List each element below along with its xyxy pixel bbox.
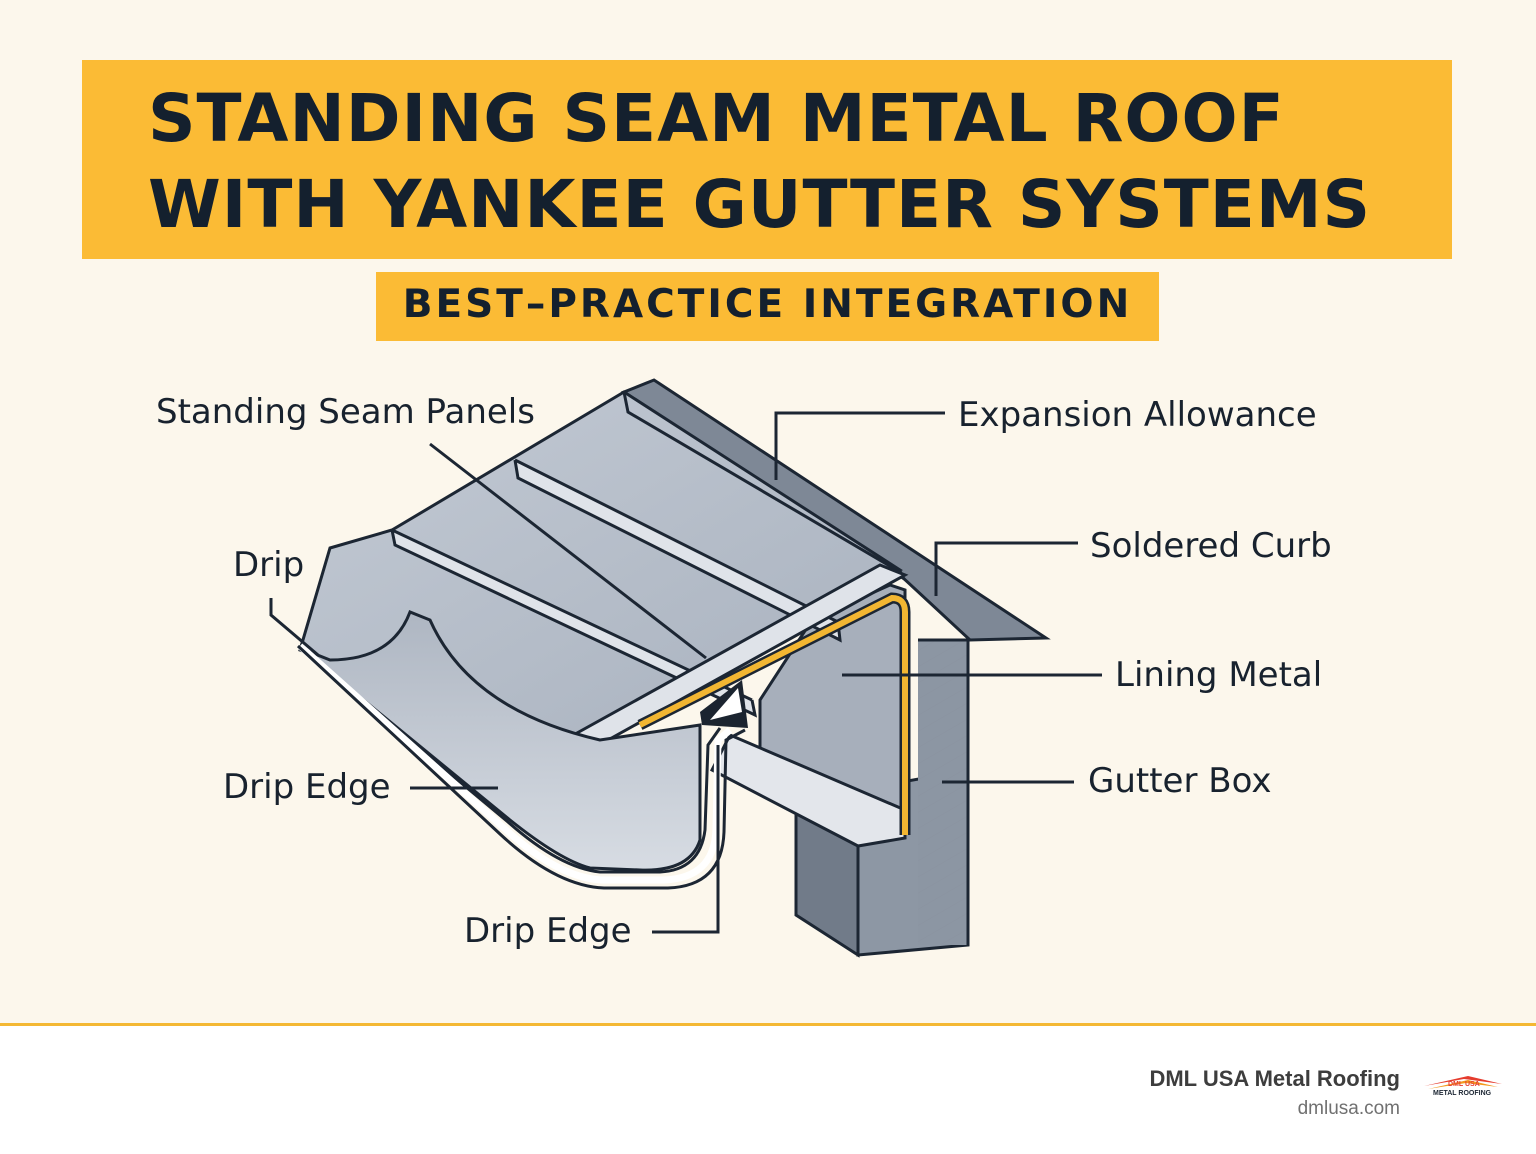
label-drip-edge-left: Drip Edge xyxy=(223,767,391,807)
title-line-1: STANDING SEAM METAL ROOF xyxy=(148,80,1285,157)
svg-text:METAL ROOFING: METAL ROOFING xyxy=(1433,1090,1492,1097)
label-gutter-box: Gutter Box xyxy=(1088,761,1272,801)
leader-standing-seam-panels xyxy=(429,442,707,660)
company-website: dmlusa.com xyxy=(1297,1098,1400,1119)
company-logo-icon: DML USA METAL ROOFING xyxy=(1424,1076,1502,1097)
label-standing-seam-panels: Standing Seam Panels xyxy=(156,392,535,432)
label-drip: Drip xyxy=(233,545,305,585)
leader-soldered-curb xyxy=(934,541,1078,596)
gutter-cross-section-diagram xyxy=(269,378,1102,958)
label-lining-metal: Lining Metal xyxy=(1115,655,1323,695)
soldered-curb xyxy=(700,680,748,728)
footer-divider xyxy=(0,1023,1536,1026)
label-soldered-curb: Soldered Curb xyxy=(1090,526,1332,566)
label-expansion-allowance: Expansion Allowance xyxy=(958,395,1317,435)
subtitle: BEST–PRACTICE INTEGRATION xyxy=(402,282,1133,327)
leader-expansion-allowance xyxy=(774,411,945,480)
subtitle-banner: BEST–PRACTICE INTEGRATION xyxy=(376,272,1159,341)
leader-drip xyxy=(269,598,319,657)
title-line-2: WITH YANKEE GUTTER SYSTEMS xyxy=(148,166,1372,243)
gutter-trough xyxy=(296,610,746,890)
footer: DML USA Metal Roofing dmlusa.com DML USA… xyxy=(0,1026,1536,1154)
leader-drip-edge-bottom xyxy=(652,745,720,934)
leader-lines xyxy=(269,411,1102,934)
company-name: DML USA Metal Roofing xyxy=(1149,1066,1400,1091)
svg-text:DML USA: DML USA xyxy=(1448,1081,1480,1088)
title-banner: STANDING SEAM METAL ROOF WITH YANKEE GUT… xyxy=(82,60,1452,259)
label-drip-edge-bottom: Drip Edge xyxy=(464,911,632,951)
lining-metal xyxy=(637,592,911,835)
